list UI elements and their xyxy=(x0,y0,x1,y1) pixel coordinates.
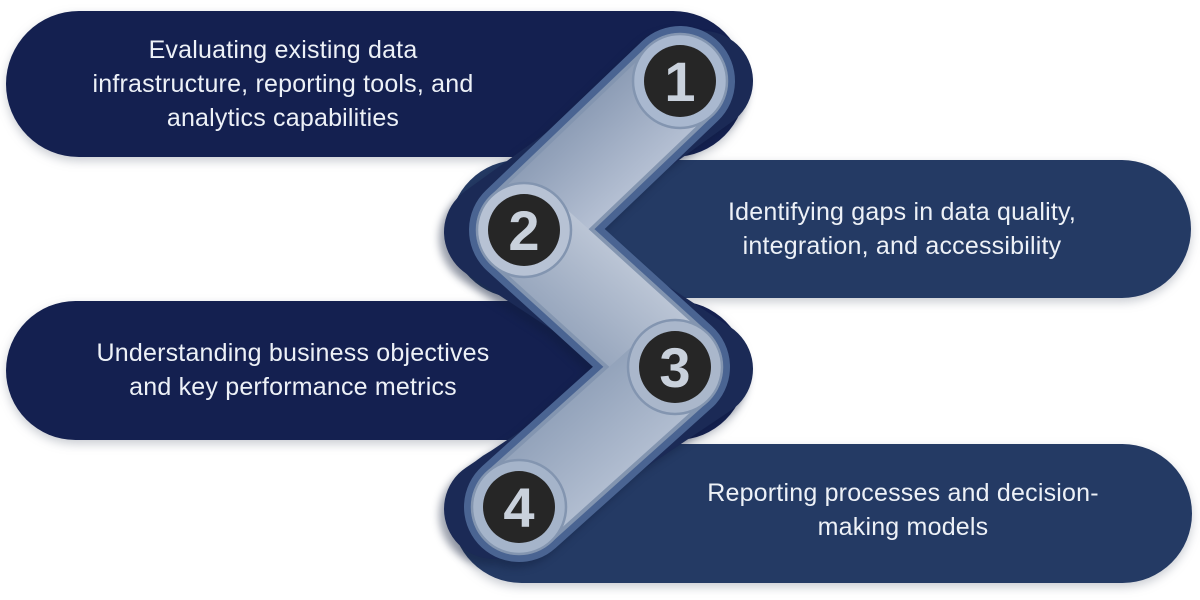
step-1-number: 1 xyxy=(664,49,696,113)
step-3-text: Understanding business objectives and ke… xyxy=(33,336,553,404)
step-1-text-line: Evaluating existing data xyxy=(148,36,418,64)
step-pill-4 xyxy=(452,444,1192,583)
step-4-text-line: Reporting processes and decision- xyxy=(707,479,1099,507)
step-1-text: Evaluating existing data infrastructure,… xyxy=(23,33,543,135)
step-circle-1 xyxy=(644,45,716,117)
step-2-number: 2 xyxy=(508,198,540,262)
step-2-text-line: integration, and accessibility xyxy=(742,232,1062,260)
step-3-number: 3 xyxy=(659,335,691,399)
ribbon-layer xyxy=(444,26,753,562)
step-circle-2 xyxy=(488,194,560,266)
step-circle-3 xyxy=(639,331,711,403)
step-3-text-line: and key performance metrics xyxy=(129,373,457,401)
step-2-text-line: Identifying gaps in data quality, xyxy=(727,198,1077,226)
step-4-number: 4 xyxy=(503,475,535,539)
step-1-text-line: analytics capabilities xyxy=(166,104,400,132)
step-circle-4 xyxy=(483,471,555,543)
step-2-text: Identifying gaps in data quality, integr… xyxy=(642,195,1162,263)
step-3-text-line: Understanding business objectives xyxy=(96,339,490,367)
step-4-text-line: making models xyxy=(817,513,989,541)
step-1-text-line: infrastructure, reporting tools, and xyxy=(92,70,474,98)
step-4-text: Reporting processes and decision- making… xyxy=(643,476,1163,544)
